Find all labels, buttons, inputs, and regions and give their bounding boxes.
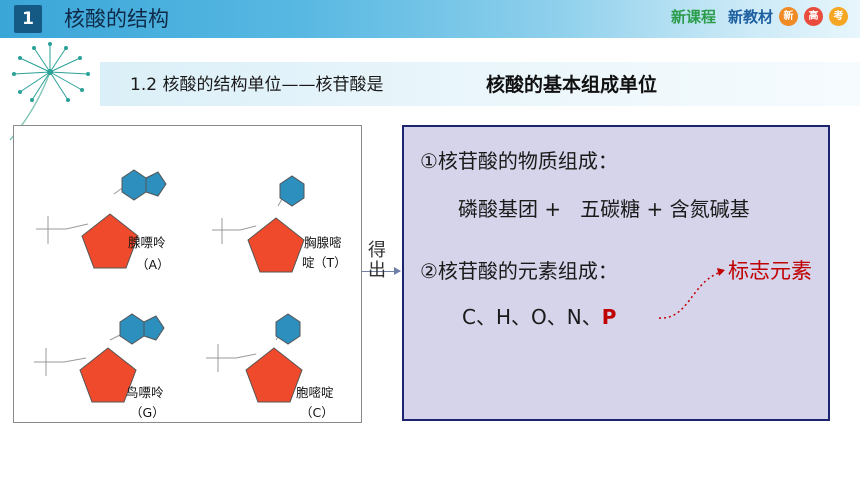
dotted-arrow-icon [658,268,725,319]
dandelion-icon [9,42,90,141]
brand-logo: 新课程 新教材 新 高 考 [671,6,848,27]
label-thymine-2: 啶 [302,255,315,270]
label-cytosine-code: （C） [300,405,334,420]
derive-arrow-line [362,271,400,272]
material-composition-heading: ①核苷酸的物质组成： [420,149,618,173]
subtitle-band [100,62,860,106]
derive-arrow-icon [394,267,401,275]
nucleotide-guanine [34,313,165,403]
element-phosphorus: P [601,305,617,329]
derive-label: 得出 [365,240,386,280]
brand-badge-xin: 新 [779,7,798,26]
subtitle-emphasis: 核酸的基本组成单位 [486,74,658,96]
elements-list: C、H、O、N、 [462,305,602,329]
material-composition-text: 磷酸基团 + 五碳糖 + 含氮碱基 [458,197,750,221]
label-cytosine: 胞嘧啶 [296,385,334,400]
header-bar: 1 核酸的结构 新课程 新教材 新 高 考 [0,0,860,38]
label-guanine: 鸟嘌呤 [126,385,164,400]
marker-element-label: 标志元素 [728,259,812,283]
brand-blue-text: 新教材 [727,8,773,26]
section-number-badge: 1 [14,5,42,33]
subtitle-text: 1.2 核酸的结构单位——核苷酸是 [130,75,384,95]
brand-badge-gao: 高 [804,7,823,26]
brand-badge-kao: 考 [829,7,848,26]
nucleotide-diagram: 腺嘌呤 （A） 胸腺嘧 啶 （T） 鸟嘌呤 （G） 胞嘧啶 （C） [34,169,347,420]
label-thymine-code: （T） [314,255,347,270]
page-title: 核酸的结构 [64,7,169,31]
label-guanine-code: （G） [130,405,165,420]
brand-green-text: 新课程 [670,8,716,26]
nucleotide-cytosine [206,313,303,403]
label-adenine: 腺嘌呤 [128,235,166,250]
nucleotide-thymine [212,175,305,273]
label-thymine: 胸腺嘧 [304,235,342,250]
nucleotide-figure: 腺嘌呤 （A） 胸腺嘧 啶 （T） 鸟嘌呤 （G） 胞嘧啶 （C） [13,125,362,423]
nucleotide-adenine [36,169,167,269]
element-composition-heading: ②核苷酸的元素组成： [420,259,618,283]
label-adenine-code: （A） [136,257,170,272]
content-panel [402,125,830,421]
element-composition-text: C、H、O、N、P [462,304,616,330]
